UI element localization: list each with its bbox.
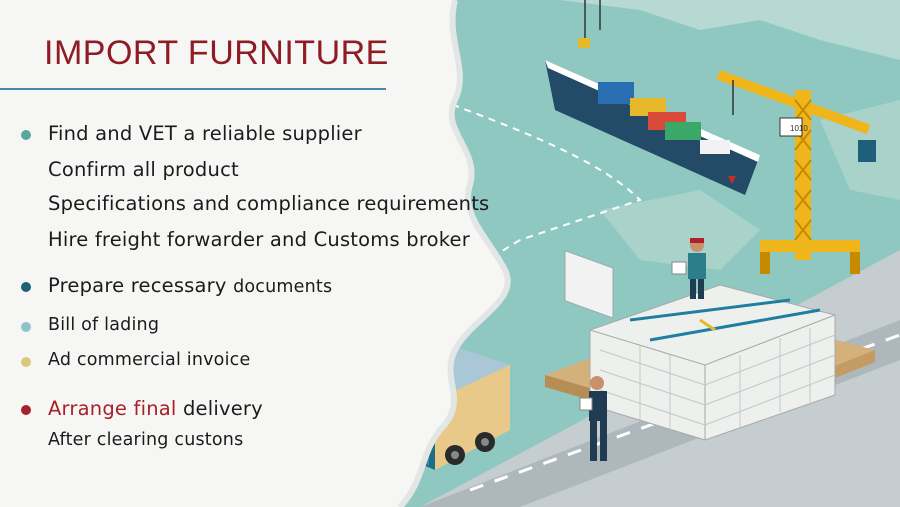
step-specifications: Specifications and compliance requiremen… [48,192,490,215]
step-prepare-documents-label: Prepare recessary [48,274,227,297]
step-find-supplier: Find and VET a reliable supplier [48,122,362,145]
bullet-dot [21,405,31,415]
bullet-dot [21,130,31,140]
crane-cabin-label: 1010 [790,124,808,133]
bullet-dot [21,282,31,292]
step-prepare-documents-suffix: documents [233,277,333,297]
step-arrange-delivery: Arrange final delivery [48,397,263,420]
step-bill-of-lading: Bill of lading [48,315,160,335]
torn-edge [397,0,511,507]
step-commercial-invoice: Ad commercial invoice [48,350,251,370]
step-hire-forwarder: Hire freight forwarder and Customs broke… [48,228,470,251]
title-divider [0,88,386,90]
worker-with-clipboard [579,376,607,461]
cargo-ship [545,0,760,319]
land-mass [560,0,900,60]
step-confirm-product: Confirm all product [48,158,239,181]
bullet-dot [21,322,31,332]
bullet-dot [21,357,31,367]
shipping-route [439,99,642,241]
page-title: IMPORT FURNITURE [44,34,389,72]
step-prepare-documents: Prepare recessary documents [48,274,332,297]
worker-with-tablet [671,238,706,299]
step-after-clearing: After clearing custons [48,430,244,450]
text-panel-background [0,0,508,507]
land-mass [600,190,760,270]
step-arrange-delivery-highlight: Arrange final [48,397,177,420]
crane [716,69,876,274]
step-arrange-delivery-suffix: delivery [182,397,263,420]
pallet-of-boxes [545,284,875,441]
